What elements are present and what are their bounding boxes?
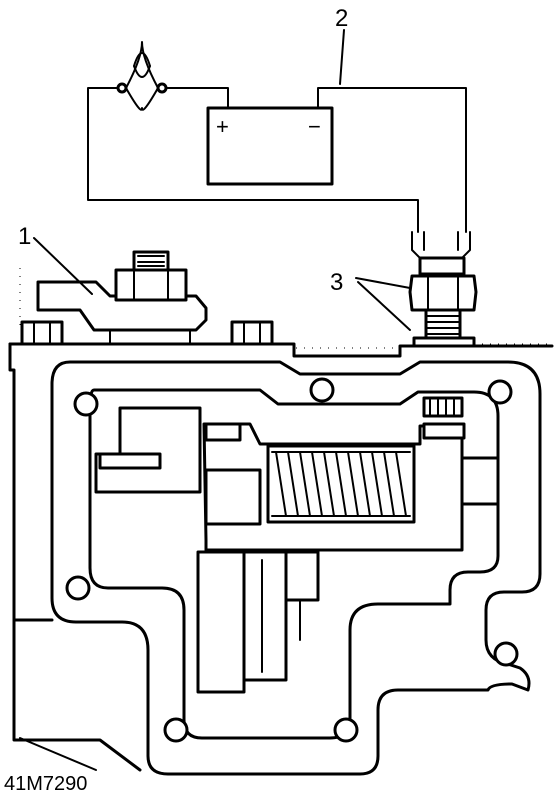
callout-2-leader [339, 29, 345, 85]
selector-mechanism [94, 396, 500, 694]
battery-icon: + − [206, 106, 334, 186]
wire-minus-to-switch [317, 87, 467, 233]
callout-3-leaders [355, 277, 411, 331]
bolt-hole [73, 391, 99, 417]
battery-minus-label: − [308, 114, 321, 139]
bolt-hole [163, 717, 189, 743]
bolt-hole [487, 379, 513, 405]
callout-1: 1 [18, 223, 31, 250]
circuit-wiring [87, 87, 467, 233]
callout-3: 3 [330, 269, 343, 296]
reference-code: 41M7290 [4, 773, 87, 795]
battery-plus-label: + [216, 114, 229, 139]
housing [8, 268, 554, 776]
wire-lamp-to-switch [87, 87, 419, 233]
bolt-hole [309, 377, 335, 403]
spring-coils [275, 451, 407, 517]
bolt-hole [493, 641, 519, 667]
callout-2: 2 [335, 5, 348, 32]
callout-1-leader [33, 237, 93, 295]
warning-lamp-icon [116, 41, 168, 111]
bolt-hole [333, 717, 359, 743]
lever-bracket [20, 250, 274, 346]
wire-plus-to-lamp [161, 87, 229, 109]
pressure-switch [408, 231, 478, 348]
bolt-hole [65, 575, 91, 601]
